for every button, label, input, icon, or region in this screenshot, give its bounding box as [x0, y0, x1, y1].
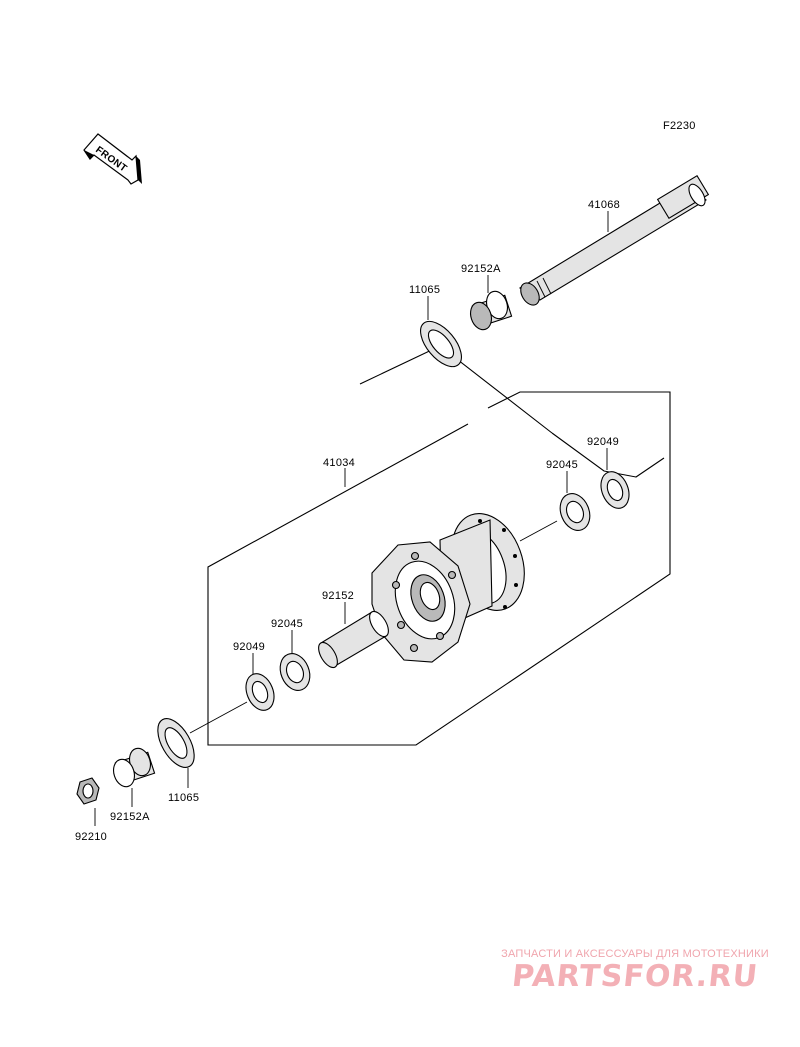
label-92045-left: 92045	[271, 618, 303, 630]
cap-11065-lower	[157, 718, 195, 768]
label-92045-right: 92045	[546, 459, 578, 471]
collar-92152a-upper	[470, 290, 513, 331]
nut-92210	[76, 777, 100, 805]
label-11065-upper: 11065	[409, 284, 440, 296]
label-41068: 41068	[588, 199, 620, 211]
label-92210: 92210	[75, 831, 107, 843]
hub-assembly-frame	[207, 345, 671, 746]
diagram-code: F2230	[663, 120, 696, 132]
label-92152a-upper: 92152A	[461, 263, 501, 275]
spacer-92152	[318, 610, 389, 669]
watermark-logo: PARTSFOR.RU	[510, 959, 760, 994]
watermark-subtitle: ЗАПЧАСТИ И АКСЕССУАРЫ ДЛЯ МОТОТЕХНИКИ	[501, 948, 769, 960]
wheel-hub-41034	[371, 513, 525, 663]
label-92049-right: 92049	[587, 436, 619, 448]
label-92152a-lower: 92152A	[110, 811, 150, 823]
seal-92049-right	[600, 471, 630, 509]
front-arrow-icon: FRONT	[83, 133, 142, 185]
label-11065-lower: 11065	[168, 792, 199, 804]
axle-41068	[518, 174, 710, 306]
bearing-92045-right	[559, 493, 591, 531]
label-41034: 41034	[323, 457, 355, 469]
label-92049-left: 92049	[233, 641, 265, 653]
cap-11065-upper	[420, 320, 462, 368]
bearing-92045-left	[279, 653, 311, 691]
watermark: ЗАПЧАСТИ И АКСЕССУАРЫ ДЛЯ МОТОТЕХНИКИ PA…	[480, 948, 790, 994]
seal-92049-left	[245, 673, 275, 711]
label-92152: 92152	[322, 590, 354, 602]
collar-92152a-lower	[113, 747, 156, 788]
